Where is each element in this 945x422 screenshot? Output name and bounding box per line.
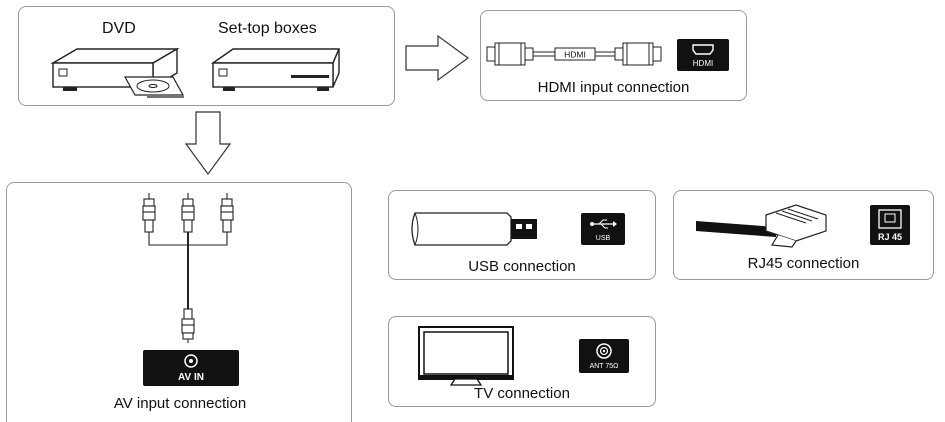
- tv-port-label: ANT 75Ω: [590, 363, 619, 370]
- tv-icon: [418, 326, 514, 386]
- hdmi-port-label: HDMI: [693, 59, 713, 68]
- rca-cable-icon: [142, 193, 234, 343]
- dvd-label: DVD: [102, 20, 136, 37]
- tv-panel: ANT 75Ω TV connection: [388, 316, 656, 407]
- hdmi-cable-label: HDMI: [564, 50, 586, 60]
- rj45-caption: RJ45 connection: [747, 255, 860, 272]
- hdmi-port-icon: HDMI: [677, 39, 729, 71]
- rj45-port-label: RJ 45: [878, 232, 902, 242]
- hdmi-caption: HDMI input connection: [537, 79, 690, 96]
- rj45-panel: RJ 45 RJ45 connection: [673, 190, 934, 280]
- set-top-box-icon: [210, 48, 341, 91]
- av-panel: AV IN AV input connection: [6, 182, 352, 422]
- usb-port-icon: USB: [581, 213, 625, 245]
- usb-panel: USB USB connection: [388, 190, 656, 280]
- usb-stick-icon: [411, 212, 537, 246]
- arrow-down-icon: [184, 111, 232, 176]
- av-in-port-icon: AV IN: [143, 350, 239, 386]
- av-port-label: AV IN: [178, 372, 204, 383]
- antenna-port-icon: ANT 75Ω: [579, 339, 629, 373]
- hdmi-panel: HDMI HDMI HDMI input connection: [480, 10, 747, 101]
- ethernet-plug-icon: [696, 204, 827, 248]
- hdmi-cable-icon: HDMI: [486, 42, 662, 66]
- av-caption: AV input connection: [113, 395, 247, 412]
- tv-caption: TV connection: [474, 385, 570, 402]
- arrow-right-icon: [405, 34, 470, 82]
- rj45-port-icon: RJ 45: [870, 205, 910, 245]
- usb-port-label: USB: [596, 235, 611, 242]
- settop-label: Set-top boxes: [218, 20, 317, 37]
- source-devices-panel: DVD Set-top boxes: [18, 6, 395, 106]
- usb-caption: USB connection: [468, 258, 576, 275]
- dvd-player-icon: [50, 47, 185, 98]
